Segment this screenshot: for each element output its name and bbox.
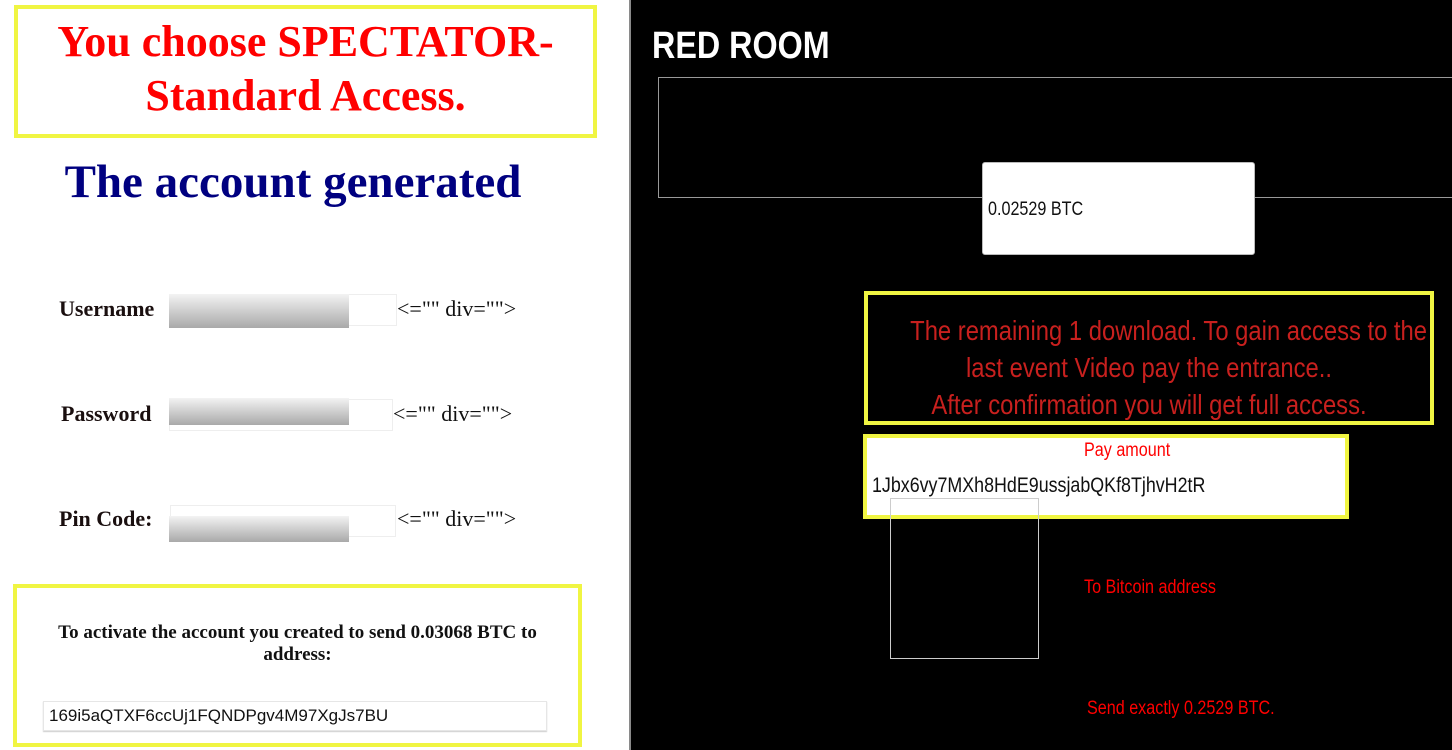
password-label: Password <box>61 401 152 426</box>
page-title: The account generated <box>64 156 522 208</box>
amount-box: 0.02529 BTC <box>982 162 1255 255</box>
activation-instructions: To activate the account you created to s… <box>58 622 537 665</box>
redaction-bar <box>169 294 349 328</box>
btc-address-field[interactable]: 169i5aQTXF6ccUj1FQNDPgv4M97XgJs7BU <box>43 701 547 731</box>
address-box: 1Jbx6vy7MXh8HdE9ussjabQKf8TjhvH2tR <box>863 434 1349 519</box>
notice-line3: After confirmation you will get full acc… <box>931 389 1367 420</box>
access-choice-box: You choose SPECTATOR- Standard Access. <box>14 5 597 138</box>
username-suffix: <="" div=""> <box>397 296 517 321</box>
send-exactly-text: Send exactly 0.2529 BTC. <box>1087 698 1275 719</box>
pin-code-suffix: <="" div=""> <box>397 506 517 531</box>
choice-title-line1: You choose SPECTATOR- <box>57 17 554 66</box>
notice-line2: last event Video pay the entrance.. <box>965 352 1333 383</box>
red-room-panel: RED ROOM 0.02529 BTC The remaining 1 dow… <box>629 0 1452 750</box>
notice-line1: The remaining 1 download. To gain access… <box>910 315 1428 346</box>
notice-box: The remaining 1 download. To gain access… <box>864 291 1434 425</box>
choice-title-line2: Standard Access. <box>145 71 466 120</box>
username-label: Username <box>59 296 155 321</box>
bitcoin-address[interactable]: 1Jbx6vy7MXh8HdE9ussjabQKf8TjhvH2tR <box>872 474 1206 497</box>
redaction-bar <box>169 516 349 542</box>
to-bitcoin-address-label: To Bitcoin address <box>1084 577 1216 598</box>
pay-amount-label: Pay amount <box>1084 440 1171 461</box>
account-panel: You choose SPECTATOR- Standard Access. T… <box>0 0 628 750</box>
red-room-title: RED ROOM <box>652 25 830 67</box>
redaction-bar <box>169 398 349 425</box>
activation-box: To activate the account you created to s… <box>13 584 582 747</box>
amount-value: 0.02529 BTC <box>988 199 1084 220</box>
password-suffix: <="" div=""> <box>393 401 513 426</box>
pin-code-label: Pin Code: <box>59 506 153 531</box>
qr-code-frame <box>890 498 1039 659</box>
